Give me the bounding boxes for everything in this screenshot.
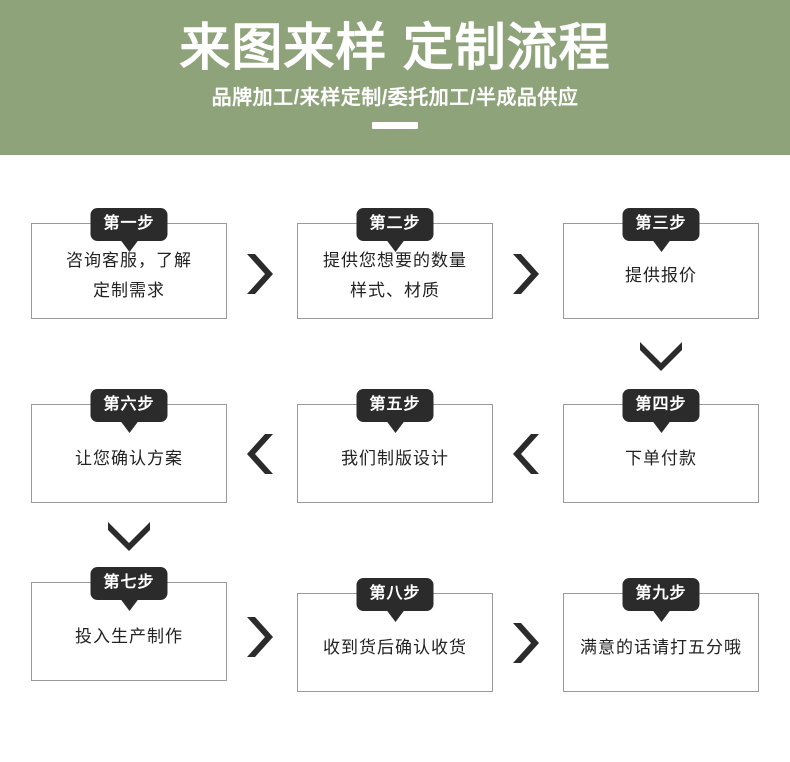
step-content-6: 让您确认方案 — [32, 405, 226, 502]
step-badge-3: 第三步 — [622, 208, 700, 252]
step-content-3: 提供报价 — [564, 224, 758, 318]
step-box-7[interactable]: 第七步 投入生产制作 — [31, 567, 227, 681]
arrow-step7-to-step8 — [243, 615, 277, 659]
step-content-2: 提供您想要的数量 样式、材质 — [298, 224, 492, 318]
step-box-9[interactable]: 第九步 满意的话请打五分哦 — [563, 578, 759, 692]
step-badge-7: 第七步 — [90, 567, 168, 611]
step-badge-1: 第一步 — [90, 208, 168, 252]
arrow-step8-to-step9 — [509, 621, 543, 665]
step-text-line: 下单付款 — [625, 448, 697, 468]
arrow-step2-to-step3 — [509, 252, 543, 296]
step-badge-2: 第二步 — [356, 208, 434, 252]
step-text-line: 满意的话请打五分哦 — [580, 637, 742, 657]
step-content-4: 下单付款 — [564, 405, 758, 502]
arrow-step3-to-step4 — [638, 338, 684, 376]
arrow-step6-to-step7 — [106, 518, 152, 556]
step-content-9: 满意的话请打五分哦 — [564, 594, 758, 691]
step-text-line: 提供您想要的数量 — [323, 251, 467, 270]
arrow-step5-to-step6 — [243, 432, 277, 476]
step-badge-8: 第八步 — [356, 578, 434, 622]
step-box-1[interactable]: 第一步 咨询客服，了解 定制需求 — [31, 208, 227, 319]
step-text-line: 定制需求 — [93, 281, 165, 300]
step-badge-5: 第五步 — [356, 389, 434, 433]
step-text-line: 收到货后确认收货 — [323, 637, 467, 657]
page-subtitle: 品牌加工/来样定制/委托加工/半成品供应 — [211, 87, 579, 109]
step-content-8: 收到货后确认收货 — [298, 594, 492, 691]
title-divider-dash — [372, 122, 418, 129]
step-box-4[interactable]: 第四步 下单付款 — [563, 389, 759, 503]
step-box-8[interactable]: 第八步 收到货后确认收货 — [297, 578, 493, 692]
step-text-line: 样式、材质 — [350, 281, 440, 300]
step-badge-9: 第九步 — [622, 578, 700, 622]
step-text-line: 投入生产制作 — [75, 626, 183, 646]
page-title: 来图来样 定制流程 — [179, 19, 611, 76]
step-text-line: 咨询客服，了解 — [66, 251, 192, 270]
step-box-3[interactable]: 第三步 提供报价 — [563, 208, 759, 319]
step-box-6[interactable]: 第六步 让您确认方案 — [31, 389, 227, 503]
arrow-step1-to-step2 — [243, 252, 277, 296]
step-text-line: 我们制版设计 — [341, 448, 449, 468]
step-content-7: 投入生产制作 — [32, 583, 226, 680]
step-badge-4: 第四步 — [622, 389, 700, 433]
step-box-5[interactable]: 第五步 我们制版设计 — [297, 389, 493, 503]
process-flow-diagram: 第一步 咨询客服，了解 定制需求 第二步 提供您想要的数量 样式、材质 第三步 … — [0, 155, 790, 762]
arrow-step4-to-step5 — [509, 432, 543, 476]
step-content-1: 咨询客服，了解 定制需求 — [32, 224, 226, 318]
step-badge-6: 第六步 — [90, 389, 168, 433]
step-box-2[interactable]: 第二步 提供您想要的数量 样式、材质 — [297, 208, 493, 319]
step-text-line: 让您确认方案 — [75, 448, 183, 468]
header-banner: 来图来样 定制流程 品牌加工/来样定制/委托加工/半成品供应 — [0, 0, 790, 155]
step-content-5: 我们制版设计 — [298, 405, 492, 502]
step-text-line: 提供报价 — [625, 266, 697, 285]
